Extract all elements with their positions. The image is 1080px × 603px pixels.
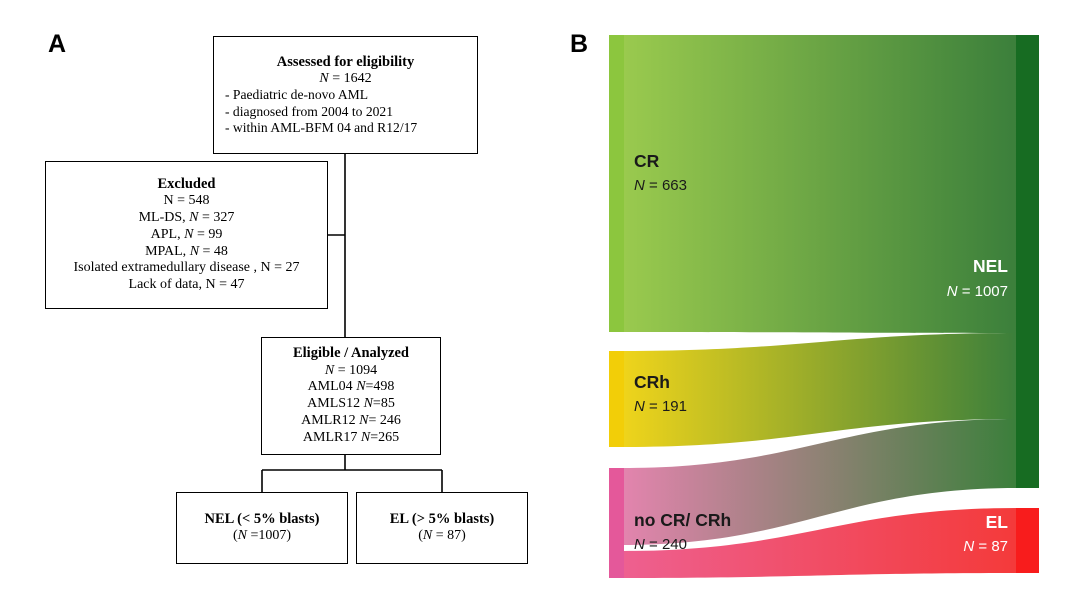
- box-el-outcome: EL (> 5% blasts) (N = 87): [356, 492, 528, 564]
- excluded-line-3: APL, N = 99: [150, 226, 223, 242]
- assessed-bullet-3: - within AML-BFM 04 and R12/17: [225, 120, 418, 136]
- box-assessed-for-eligibility: Assessed for eligibility N = 1642 - Paed…: [213, 36, 478, 154]
- panel-a-flowchart: Assessed for eligibility N = 1642 - Paed…: [45, 36, 528, 564]
- box-nel-outcome: NEL (< 5% blasts) (N =1007): [176, 492, 348, 564]
- link-nocrcrh-to-el: [623, 508, 1017, 578]
- link-nocrcrh-to-nel: [623, 419, 1017, 545]
- sankey-label-cr: CR: [634, 151, 660, 171]
- sankey-label-crh: CRh: [634, 372, 670, 392]
- link-crh-to-nel: [623, 333, 1017, 447]
- assessed-bullet-2: - diagnosed from 2004 to 2021: [225, 103, 394, 119]
- sankey-label-nel: NEL: [973, 256, 1008, 276]
- excluded-line-6: Lack of data, N = 47: [128, 277, 245, 293]
- node-cr-bar: [609, 35, 624, 332]
- sankey-diagram: CR N = 663 CRh N = 191 no CR/ CRh N = 24…: [609, 35, 1039, 578]
- panel-b-sankey: CR N = 663 CRh N = 191 no CR/ CRh N = 24…: [560, 0, 1080, 603]
- box-eligible-analyzed: Eligible / Analyzed N = 1094 AML04 N=498…: [261, 337, 441, 455]
- sankey-value-el: N = 87: [963, 538, 1008, 555]
- node-nocrcrh-bar: [609, 468, 624, 578]
- link-cr-to-nel: [623, 35, 1017, 333]
- eligible-line-4: AMLR12 N= 246: [301, 412, 401, 428]
- node-nel-bar: [1016, 35, 1039, 488]
- nel-title: NEL (< 5% blasts): [204, 511, 320, 528]
- assessed-n: N = 1642: [319, 70, 372, 86]
- excluded-line-5: Isolated extramedullary disease , N = 27: [73, 260, 300, 276]
- el-sub: (N = 87): [418, 528, 466, 544]
- sankey-label-el: EL: [986, 512, 1009, 532]
- node-crh-bar: [609, 351, 624, 447]
- sankey-label-nocrcrh: no CR/ CRh: [634, 510, 731, 530]
- assessed-title: Assessed for eligibility: [276, 53, 415, 70]
- excluded-line-2: ML-DS, N = 327: [138, 209, 235, 225]
- sankey-value-cr: N = 663: [634, 177, 687, 194]
- panel-a-label: A: [48, 30, 67, 58]
- excluded-line-1: N = 548: [163, 193, 210, 209]
- box-excluded: Excluded N = 548 ML-DS, N = 327 APL, N =…: [45, 161, 328, 309]
- sankey-value-crh: N = 191: [634, 398, 687, 415]
- eligible-line-5: AMLR17 N=265: [302, 429, 400, 445]
- eligible-line-1: N = 1094: [324, 362, 378, 378]
- assessed-bullet-1: - Paediatric de-novo AML: [225, 87, 369, 103]
- sankey-value-nocrcrh: N = 240: [634, 536, 687, 553]
- el-title: EL (> 5% blasts): [389, 511, 495, 528]
- node-el-bar: [1016, 508, 1039, 573]
- flowchart-connectors: [261, 154, 443, 492]
- eligible-line-2: AML04 N=498: [307, 379, 395, 395]
- excluded-line-4: MPAL, N = 48: [145, 243, 228, 259]
- eligible-title: Eligible / Analyzed: [292, 345, 409, 362]
- eligible-line-3: AMLS12 N=85: [307, 396, 395, 412]
- sankey-value-nel: N = 1007: [947, 283, 1008, 300]
- excluded-title: Excluded: [157, 176, 216, 193]
- panel-b-label: B: [570, 30, 589, 58]
- nel-sub: (N =1007): [232, 528, 292, 544]
